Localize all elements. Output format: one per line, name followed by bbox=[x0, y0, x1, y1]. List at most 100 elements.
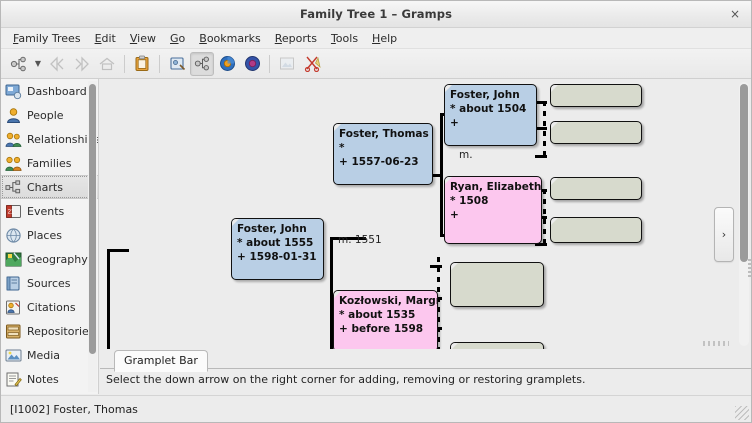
person-name: Foster, John bbox=[237, 223, 307, 235]
menu-bar: Family Trees Edit View Go Bookmarks Repo… bbox=[1, 28, 751, 49]
media-icon bbox=[5, 347, 22, 364]
title-bar: Family Tree 1 – Gramps × bbox=[1, 1, 751, 28]
sidebar-item-places[interactable]: Places bbox=[1, 223, 98, 247]
sidebar-scrollbar-thumb[interactable] bbox=[89, 84, 96, 354]
connector-vertical bbox=[107, 249, 110, 349]
chart-scrollbar-thumb[interactable] bbox=[740, 84, 748, 262]
menu-edit[interactable]: Edit bbox=[94, 31, 116, 45]
gramplet-bar: Gramplet Bar Select the down arrow on th… bbox=[100, 341, 751, 394]
person-death: + bbox=[450, 209, 459, 221]
menu-help[interactable]: Help bbox=[372, 31, 398, 45]
person-box-foster-john-1555[interactable]: Foster, John * about 1555 + 1598-01-31 bbox=[231, 218, 324, 280]
sidebar-item-citations[interactable]: Citations bbox=[1, 295, 98, 319]
person-tree-icon[interactable] bbox=[7, 52, 31, 76]
sidebar-item-label: Sources bbox=[27, 276, 71, 290]
sidebar-scrollbar[interactable] bbox=[88, 81, 97, 392]
sidebar-item-label: Charts bbox=[27, 180, 63, 194]
person-name: Ryan, Elizabeth bbox=[450, 181, 542, 193]
sidebar-item-label: Geography bbox=[27, 252, 88, 266]
window-resize-grip[interactable] bbox=[735, 406, 749, 420]
menu-reports[interactable]: Reports bbox=[274, 31, 317, 45]
close-icon[interactable]: × bbox=[729, 7, 741, 21]
person-box-empty[interactable] bbox=[450, 342, 544, 349]
add-partner-icon[interactable] bbox=[240, 52, 264, 76]
menu-tools[interactable]: Tools bbox=[330, 31, 359, 45]
citations-icon bbox=[5, 299, 22, 316]
person-box-empty[interactable] bbox=[550, 84, 642, 107]
relationships-icon bbox=[5, 131, 22, 148]
sidebar-item-label: Events bbox=[27, 204, 65, 218]
sidebar-item-people[interactable]: People bbox=[1, 103, 98, 127]
sidebar-item-sources[interactable]: Sources bbox=[1, 271, 98, 295]
pedigree-chart-canvas[interactable]: m. 1551 m. Foster, John * about 1555 + 1… bbox=[100, 79, 751, 349]
connector-stub bbox=[535, 101, 547, 104]
sidebar-item-notes[interactable]: Notes bbox=[1, 367, 98, 391]
sidebar-item-media[interactable]: Media bbox=[1, 343, 98, 367]
sidebar-item-label: Places bbox=[27, 228, 62, 242]
person-box-kozlowski-margret[interactable]: Kozłowski, Margret * about 1535 + before… bbox=[333, 290, 438, 349]
person-birth: * about 1555 bbox=[237, 237, 314, 249]
toolbar-separator-3 bbox=[269, 54, 270, 73]
add-parents-icon[interactable] bbox=[215, 52, 239, 76]
person-box-empty[interactable] bbox=[550, 177, 642, 200]
status-bar: [I1002] Foster, Thomas bbox=[1, 395, 751, 422]
connector-vertical bbox=[330, 237, 333, 349]
sidebar-item-geography[interactable]: Geography bbox=[1, 247, 98, 271]
sidebar-item-charts[interactable]: Charts bbox=[1, 175, 98, 199]
sidebar-item-dashboard[interactable]: Dashboard bbox=[1, 79, 98, 103]
person-birth: * about 1535 bbox=[339, 309, 416, 321]
person-name: Foster, John bbox=[450, 89, 520, 101]
person-box-foster-thomas[interactable]: Foster, Thomas * + 1557-06-23 bbox=[333, 123, 433, 185]
gramplet-message: Select the down arrow on the right corne… bbox=[106, 373, 586, 386]
svg-text:21: 21 bbox=[8, 209, 15, 215]
person-box-empty[interactable] bbox=[450, 262, 544, 307]
events-icon: 21 bbox=[5, 203, 22, 220]
tab-gramplet-bar[interactable]: Gramplet Bar bbox=[114, 350, 208, 372]
clipboard-icon[interactable] bbox=[130, 52, 154, 76]
chart-view-icon[interactable] bbox=[190, 51, 214, 76]
person-death: + 1598-01-31 bbox=[237, 251, 317, 263]
people-icon bbox=[5, 107, 22, 124]
dashboard-icon bbox=[5, 83, 22, 100]
gramplet-resize-grip[interactable] bbox=[703, 341, 729, 346]
next-generation-button[interactable]: › bbox=[714, 207, 734, 262]
connector-horizontal bbox=[107, 249, 129, 252]
menu-family-trees[interactable]: Family Trees bbox=[13, 31, 81, 45]
person-birth: * 1508 bbox=[450, 195, 489, 207]
chart-vertical-scrollbar[interactable] bbox=[739, 82, 749, 346]
menu-go[interactable]: Go bbox=[170, 31, 186, 45]
person-birth: * about 1504 bbox=[450, 103, 527, 115]
sidebar-item-label: Repositories bbox=[27, 324, 95, 338]
sidebar-item-relationships[interactable]: Relationships bbox=[1, 127, 98, 151]
person-box-foster-john-1504[interactable]: Foster, John * about 1504 + bbox=[444, 84, 537, 146]
marriage-label: m. bbox=[459, 149, 473, 161]
person-box-empty[interactable] bbox=[550, 121, 642, 144]
back-arrow-icon[interactable] bbox=[45, 52, 69, 76]
toolbar-separator-2 bbox=[159, 54, 160, 73]
connector-stub bbox=[535, 243, 547, 246]
sidebar-item-events[interactable]: 21 Events bbox=[1, 199, 98, 223]
sidebar-item-label: Dashboard bbox=[27, 84, 87, 98]
menu-view[interactable]: View bbox=[129, 31, 156, 45]
person-death: + bbox=[450, 117, 459, 129]
connector-stub bbox=[535, 127, 547, 130]
person-death: + 1557-06-23 bbox=[339, 156, 419, 168]
sidebar-item-label: Citations bbox=[27, 300, 76, 314]
forward-arrow-icon[interactable] bbox=[70, 52, 94, 76]
sidebar-item-families[interactable]: Families bbox=[1, 151, 98, 175]
media-icon[interactable] bbox=[275, 52, 299, 76]
toolbar: ▼ bbox=[1, 49, 751, 79]
sidebar-item-repositories[interactable]: Repositories bbox=[1, 319, 98, 343]
chevron-down-icon[interactable]: ▼ bbox=[34, 59, 42, 68]
sidebar-item-label: Media bbox=[27, 348, 61, 362]
person-birth: * bbox=[339, 142, 345, 154]
connector-stub bbox=[535, 155, 547, 158]
cut-icon[interactable] bbox=[300, 52, 324, 76]
person-death: + before 1598 bbox=[339, 323, 424, 335]
person-name: Kozłowski, Margret bbox=[339, 295, 437, 307]
edit-person-icon[interactable] bbox=[165, 52, 189, 76]
person-box-empty[interactable] bbox=[550, 217, 642, 243]
menu-bookmarks[interactable]: Bookmarks bbox=[199, 31, 261, 45]
home-icon[interactable] bbox=[95, 52, 119, 76]
person-box-ryan-elizabeth[interactable]: Ryan, Elizabeth * 1508 + bbox=[444, 176, 542, 244]
